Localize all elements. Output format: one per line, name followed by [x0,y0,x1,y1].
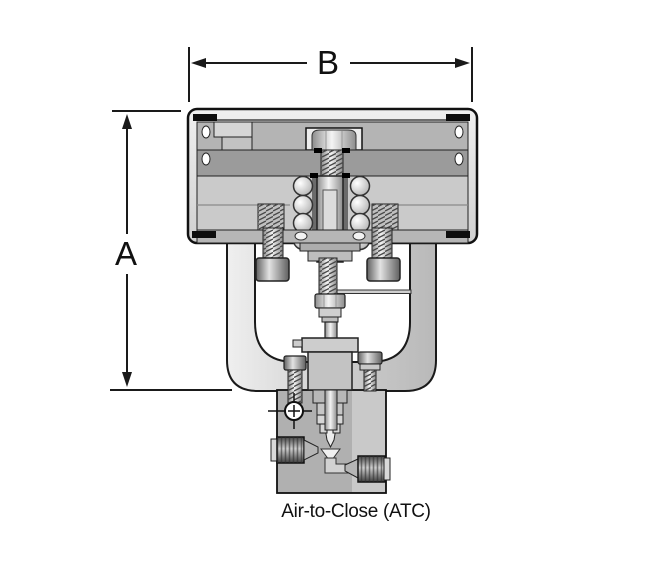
arrowhead-right-icon [455,58,470,68]
arrowhead-up-icon [122,114,132,129]
yoke [226,242,437,392]
gland-bolt [357,351,383,392]
bonnet [268,337,383,434]
yoke-bolt-right [366,227,401,282]
bolt-hole-icon [201,125,211,139]
inlet-port [270,436,319,464]
bolt-hole-icon [201,152,211,166]
diaphragm-plate-upper [196,121,469,151]
bolt-hole-icon [454,125,464,139]
arrowhead-left-icon [191,58,206,68]
dimension-label-b: B [316,44,339,81]
position-mark-icon [268,393,312,429]
arrowhead-down-icon [122,372,132,387]
housing-seals [192,114,470,238]
stem-coupling-nut [314,293,346,309]
bolt-hole-icon [454,152,464,166]
dimension-b-arrow [188,47,473,102]
actuator-housing [186,107,479,263]
outlet-port [344,455,391,483]
stem-hex-nut-top [311,129,357,151]
dimension-label-a: A [114,235,137,272]
packing-bolt [283,355,307,404]
travel-indicator [324,289,412,294]
yoke-bolt-left [255,227,290,282]
dimension-a-arrow [110,110,232,391]
diagram-caption: Air-to-Close (ATC) [281,501,431,522]
flow-channel [320,448,351,474]
